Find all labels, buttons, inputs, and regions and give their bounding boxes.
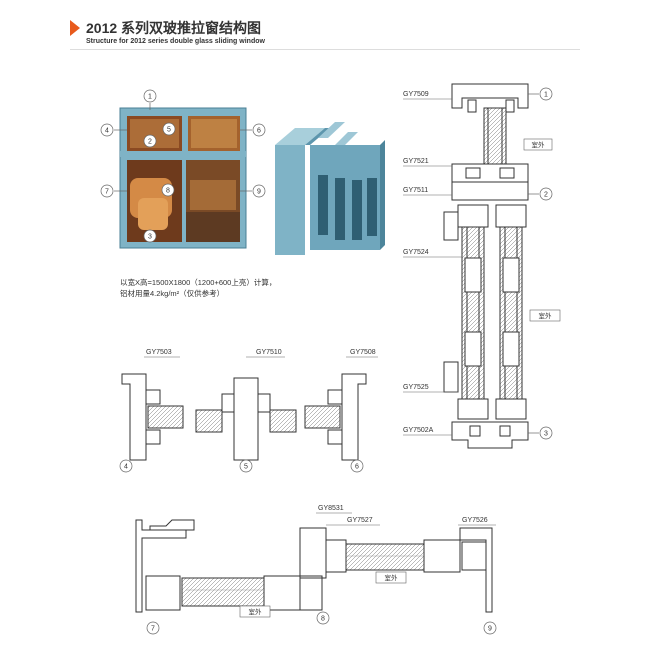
callout-8-photo: 8 — [166, 188, 170, 195]
label-gy7527: GY7527 — [347, 517, 373, 524]
vertical-section-labels: GY7509 GY7521 GY7511 GY7524 GY7525 GY750… — [403, 91, 561, 436]
label-gy7502a: GY7502A — [403, 427, 434, 434]
label-gy7511: GY7511 — [403, 187, 428, 194]
callout-5-photo: 5 — [167, 127, 171, 134]
label-gy7524: GY7524 — [403, 249, 429, 256]
callout-9-photo: 9 — [257, 189, 261, 196]
callout-4-photo: 4 — [105, 128, 109, 135]
callout-6-section: 6 — [355, 464, 359, 471]
material-note-line-2: 铝材用量4.2kg/m²（仅供参考） — [120, 289, 225, 298]
material-note-line-1: 以宽X高=1500X1800（1200+600上亮）计算， — [120, 278, 277, 287]
vertical-section — [443, 83, 529, 449]
callout-4-section: 4 — [124, 464, 128, 471]
label-gy7508: GY7508 — [350, 349, 376, 356]
callout-1-section: 1 — [544, 92, 548, 99]
callout-numbers: 1 4 5 6 2 7 8 9 3 1 2 3 4 5 6 7 8 9 — [105, 92, 548, 633]
callout-9-section: 9 — [488, 626, 492, 633]
header-divider — [70, 49, 580, 50]
callout-2-section: 2 — [544, 192, 548, 199]
label-gy7525: GY7525 — [403, 384, 429, 391]
horizontal-sections-456 — [121, 373, 367, 461]
outdoor-label-top: 室外 — [532, 140, 546, 149]
callout-8-section: 8 — [321, 616, 325, 623]
label-gy7503: GY7503 — [146, 349, 172, 356]
horizontal-section-labels-789: GY8531 GY7527 GY7526 室外 室外 — [239, 505, 496, 618]
callout-6-photo: 6 — [257, 128, 261, 135]
callout-3-photo: 3 — [148, 234, 152, 241]
horizontal-sections-789 — [135, 519, 493, 613]
window-elevation — [119, 107, 247, 249]
material-note: 以宽X高=1500X1800（1200+600上亮）计算， 铝材用量4.2kg/… — [120, 277, 276, 299]
outdoor-label-mid: 室外 — [539, 311, 553, 320]
label-gy7526: GY7526 — [462, 517, 488, 524]
label-gy7521: GY7521 — [403, 158, 429, 165]
profile-3d-section — [275, 122, 385, 255]
callout-7-section: 7 — [151, 626, 155, 633]
callout-1-photo: 1 — [148, 94, 152, 101]
page-subtitle: Structure for 2012 series double glass s… — [86, 38, 265, 45]
horizontal-section-labels-456: GY7503 GY7510 GY7508 — [144, 349, 378, 358]
page-title: 2012 系列双玻推拉窗结构图 — [86, 20, 262, 36]
outdoor-label-bottom-left: 室外 — [249, 607, 263, 616]
callouts — [100, 87, 553, 635]
label-gy8531: GY8531 — [318, 505, 344, 512]
callout-2-photo: 2 — [148, 139, 152, 146]
label-gy7509: GY7509 — [403, 91, 429, 98]
title-arrow-icon — [70, 20, 80, 36]
label-gy7510: GY7510 — [256, 349, 282, 356]
callout-5-section: 5 — [244, 464, 248, 471]
callout-7-photo: 7 — [105, 189, 109, 196]
callout-3-section: 3 — [544, 431, 548, 438]
outdoor-label-bottom-right: 室外 — [385, 573, 399, 582]
